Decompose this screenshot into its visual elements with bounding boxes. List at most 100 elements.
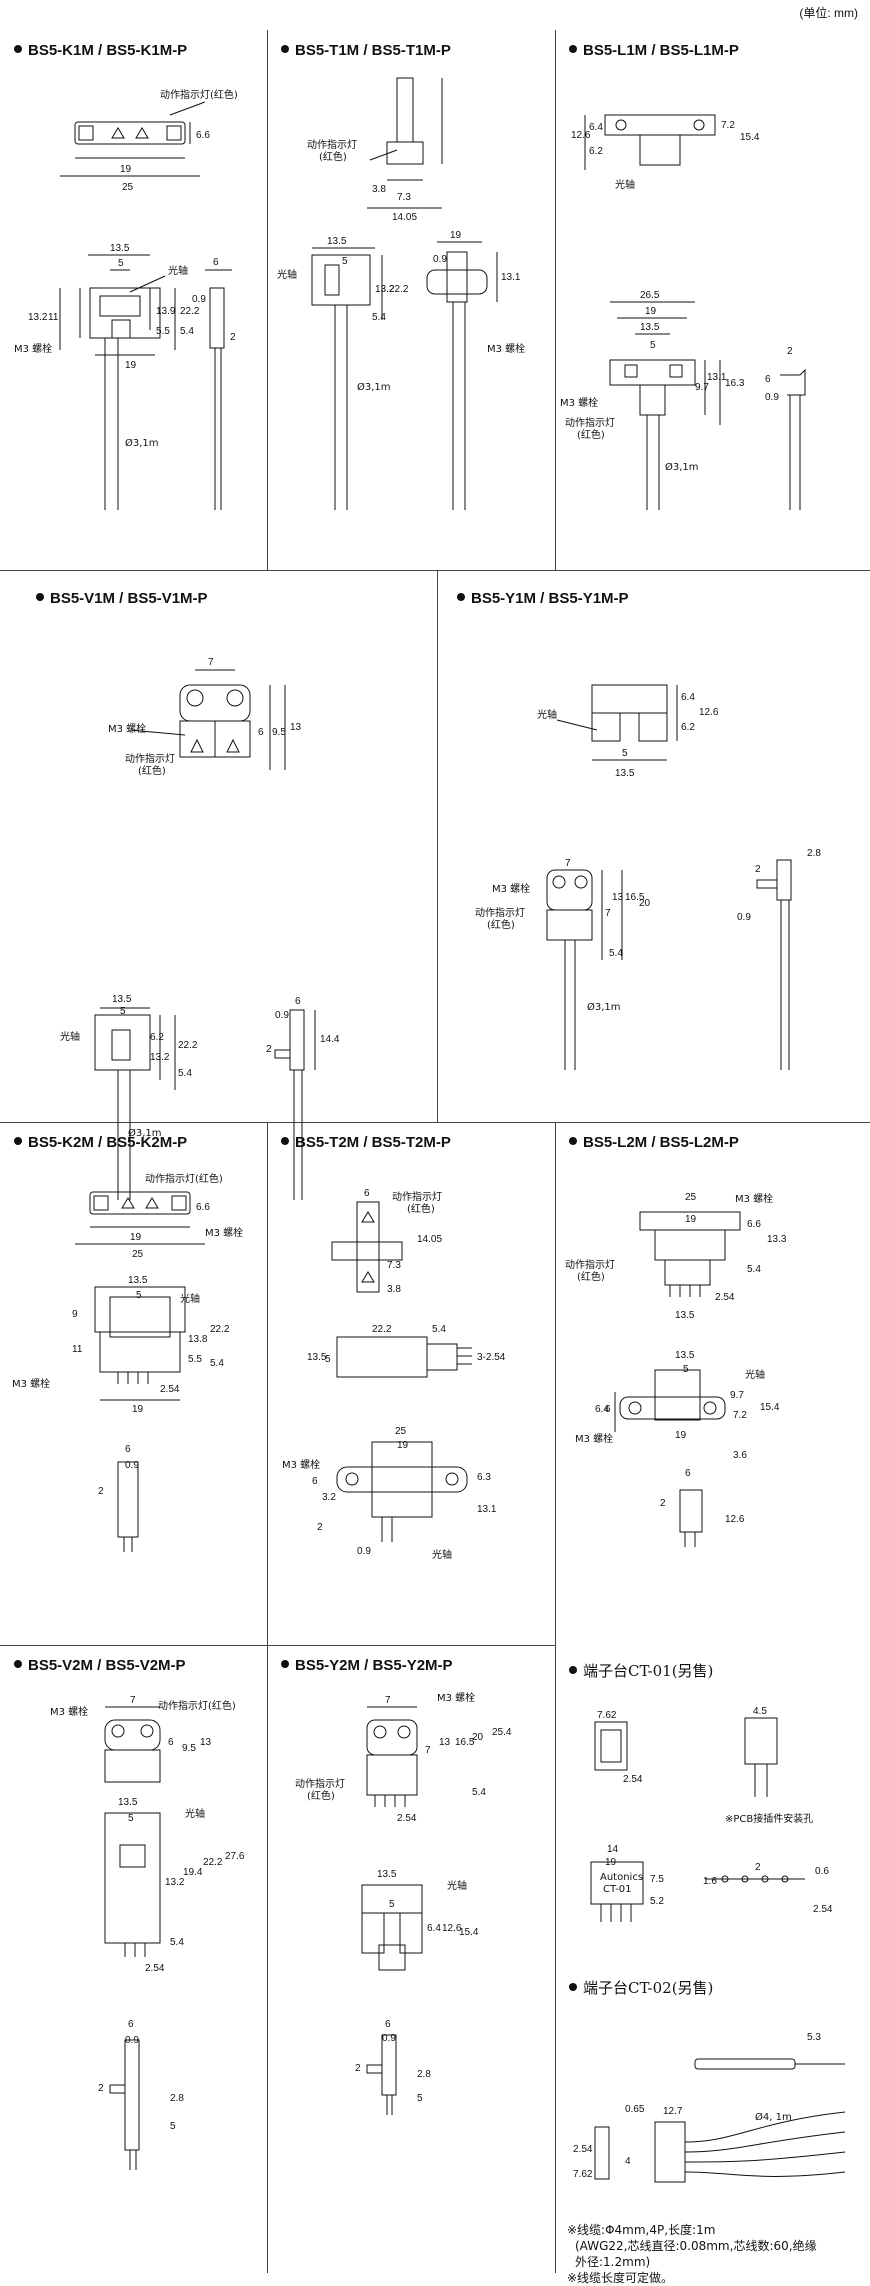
dim-label: 0.9 (737, 912, 751, 923)
divider (267, 1122, 268, 2273)
panel-title: BS5-V2M / BS5-V2M-P (14, 1657, 186, 1674)
dim-label: 22.2 (372, 1324, 392, 1335)
dim-label: 2.54 (813, 1904, 833, 1915)
dim-label: 9.7 (730, 1390, 744, 1401)
dim-label: 9.5 (182, 1743, 196, 1754)
dim-label: 0.9 (125, 2035, 139, 2046)
dim-label: 9 (72, 1309, 78, 1320)
dim-label: 2.54 (397, 1813, 417, 1824)
dim-label: 19 (605, 1857, 617, 1868)
dim-label: 19 (645, 306, 657, 317)
dim-label: 6.4 (681, 692, 695, 703)
k1m-drawing: 19 25 6.6 动作指示灯(红色) 13.5 5 光轴 13.2 11 13… (14, 88, 238, 510)
panel-ct: 端子台CT-01(另售) 端子台CT-02(另售) 7.62 2.54 4.5 … (555, 1122, 870, 2285)
dim-label: 13.5 (327, 236, 347, 247)
dim-label: 13.5 (377, 1869, 397, 1880)
dim-label: 5 (136, 1290, 142, 1301)
brand-label: Autonics (600, 1872, 643, 1883)
dim-label: 6.6 (196, 130, 210, 141)
dim-label: 22.2 (203, 1857, 223, 1868)
dim-label: 2.54 (573, 2144, 593, 2155)
dim-label: 3.2 (322, 1492, 336, 1503)
panel-title: BS5-L1M / BS5-L1M-P (569, 42, 739, 59)
callout-label: 光轴 (168, 264, 188, 277)
callout-label: 光轴 (537, 708, 557, 721)
note-line: ※线缆长度可定做。 (567, 2271, 674, 2285)
panel-l1m: BS5-L1M / BS5-L1M-P 12.6 6.4 6.2 7.2 15.… (555, 30, 870, 570)
dim-label: 2.8 (417, 2069, 431, 2080)
y2m-drawing: M3 螺栓 7 7 13 16.5 20 25.4 5.4 动作指示灯 (红色)… (295, 1691, 512, 2115)
dim-label: 22.2 (180, 306, 200, 317)
dim-label: 2 (317, 1522, 323, 1533)
panel-title: 端子台CT-01(另售) (569, 1660, 713, 1681)
dim-label: 7 (385, 1695, 391, 1706)
v1m-drawing: 7 M3 螺栓 动作指示灯 (红色) 6 9.5 13 13.5 5 光轴 6.… (60, 657, 340, 1200)
dim-label: 16.5 (625, 892, 645, 903)
callout-label: 光轴 (277, 268, 297, 281)
callout-label: Ø3,1m (357, 381, 391, 393)
callout-label: M3 螺栓 (492, 882, 530, 895)
dim-label: 5.4 (180, 326, 194, 337)
callout-label: M3 螺栓 (437, 1691, 475, 1704)
divider (0, 570, 870, 571)
callout-label: Ø3,1m (665, 461, 699, 473)
dim-label: 6.4 (427, 1923, 441, 1934)
callout-label: M3 螺栓 (575, 1432, 613, 1445)
dim-label: 6 (364, 1188, 370, 1199)
k2m-drawing: 动作指示灯(红色) 6.6 19 M3 螺栓 25 13.5 5 光轴 9 11… (12, 1172, 243, 1552)
panel-title: BS5-K2M / BS5-K2M-P (14, 1134, 187, 1151)
panel-l2m: BS5-L2M / BS5-L2M-P 25 M3 螺栓 19 6.6 13.3… (555, 1122, 870, 1645)
dim-label: 13.2 (375, 284, 395, 295)
dim-label: 19 (685, 1214, 697, 1225)
panel-y2m: BS5-Y2M / BS5-Y2M-P M3 螺栓 7 7 13 16.5 20… (267, 1645, 555, 2273)
dim-label: 2.54 (145, 1963, 165, 1974)
dim-label: 6.2 (681, 722, 695, 733)
callout-label: (红色) (407, 1202, 435, 1215)
callout-label: 动作指示灯 (295, 1777, 345, 1790)
dim-label: 5.4 (609, 948, 623, 959)
model-label: CT-01 (603, 1884, 632, 1895)
dim-label: 5.3 (807, 2032, 821, 2043)
callout-label: M3 螺栓 (487, 342, 525, 355)
divider (267, 30, 268, 570)
panel-title: 端子台CT-02(另售) (569, 1977, 713, 1998)
dim-label: 13.8 (188, 1334, 208, 1345)
dim-label: 6 (765, 374, 771, 385)
callout-label: M3 螺栓 (14, 342, 52, 355)
dim-label: 20 (639, 898, 651, 909)
callout-label: 动作指示灯 (565, 416, 615, 429)
callout-label: 光轴 (745, 1368, 765, 1381)
dim-label: 15.4 (740, 132, 760, 143)
panel-title: BS5-T1M / BS5-T1M-P (281, 42, 451, 59)
dim-label: 5 (389, 1899, 395, 1910)
callout-label: 光轴 (180, 1292, 200, 1305)
dim-label: 14 (607, 1844, 619, 1855)
dim-label: 4.5 (753, 1706, 767, 1717)
callout-label: 光轴 (447, 1879, 467, 1892)
callout-label: M3 螺栓 (108, 722, 146, 735)
dim-label: 6 (312, 1476, 318, 1487)
dim-label: 9.5 (272, 727, 286, 738)
dim-label: 5.2 (650, 1896, 664, 1907)
dim-label: 0.9 (433, 254, 447, 265)
callout-label: M3 螺栓 (50, 1705, 88, 1718)
dim-label: 19 (125, 360, 137, 371)
dim-label: 7.62 (573, 2169, 593, 2180)
dim-label: 19.4 (183, 1867, 203, 1878)
dim-label: 0.65 (625, 2104, 645, 2115)
dim-label: 13.1 (477, 1504, 497, 1515)
note-line: ※线缆:Φ4mm,4P,长度:1m (567, 2223, 716, 2237)
callout-label: Ø3,1m (125, 437, 159, 449)
panel-title: BS5-Y1M / BS5-Y1M-P (457, 590, 629, 607)
callout-label: 动作指示灯(红色) (160, 88, 238, 101)
dim-label: 13.5 (615, 768, 635, 779)
dim-label: 7 (605, 908, 611, 919)
callout-label: M3 螺栓 (282, 1458, 320, 1471)
dim-label: 6 (213, 257, 219, 268)
panel-title: BS5-L2M / BS5-L2M-P (569, 1134, 739, 1151)
cable-notes: ※线缆:Φ4mm,4P,长度:1m (AWG22,芯线直径:0.08mm,芯线数… (567, 2222, 867, 2286)
dim-label: 19 (450, 230, 462, 241)
dim-label: 13.1 (501, 272, 521, 283)
callout-label: 动作指示灯(红色) (145, 1172, 223, 1185)
panel-v2m: BS5-V2M / BS5-V2M-P M3 螺栓 7 动作指示灯(红色) 6 … (0, 1645, 267, 2273)
